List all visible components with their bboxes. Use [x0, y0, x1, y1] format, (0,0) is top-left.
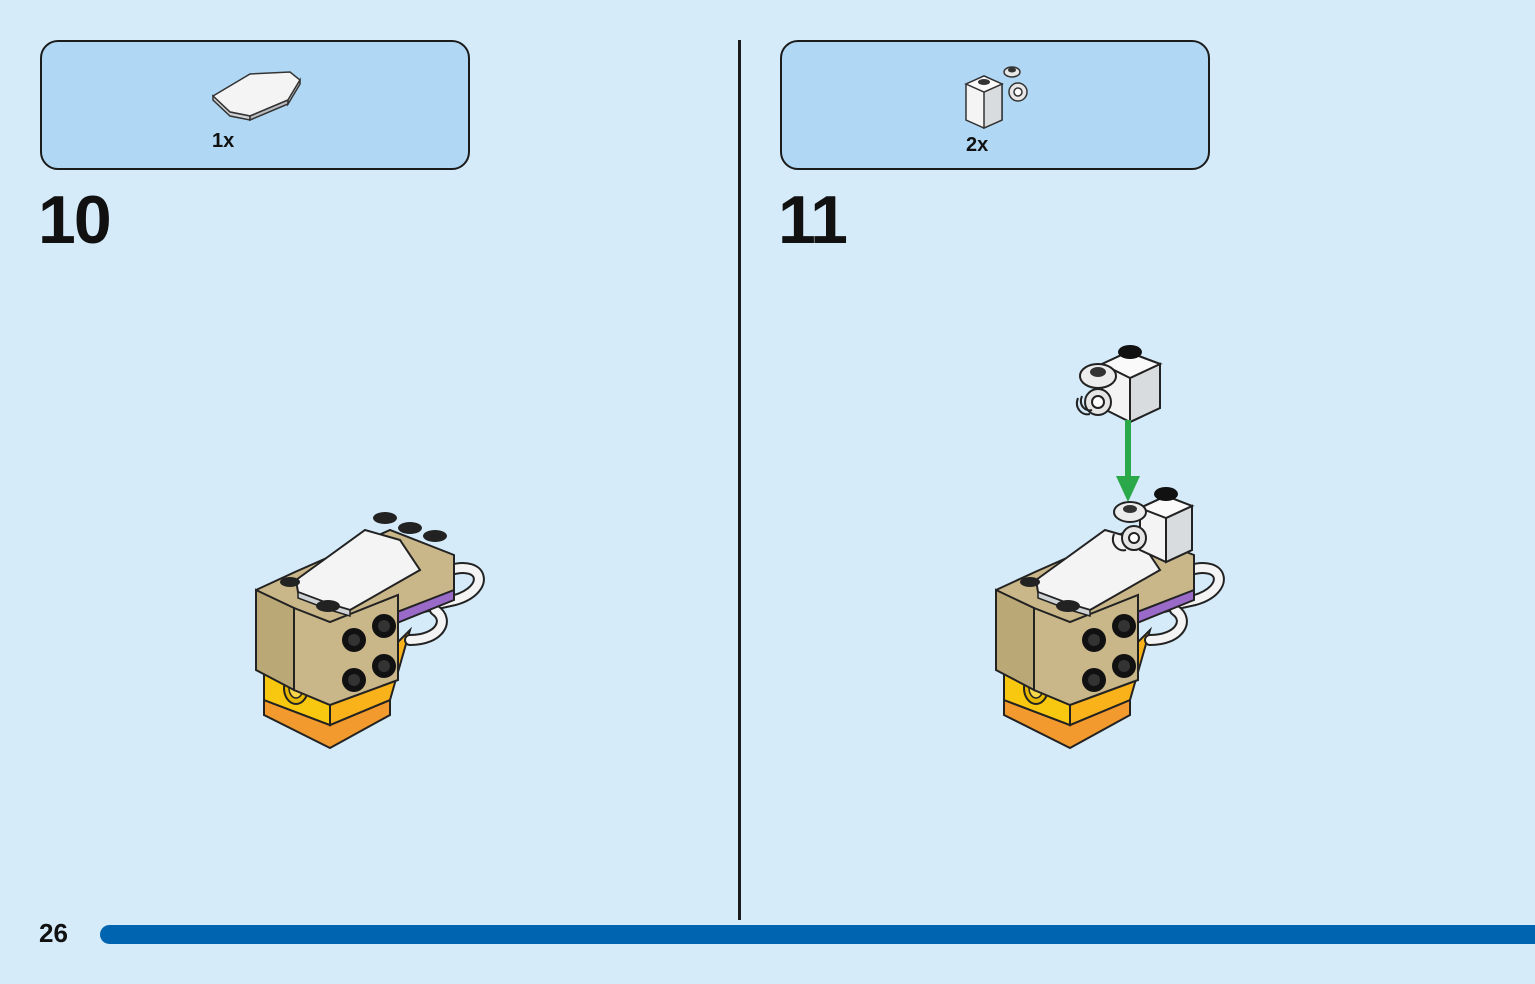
part-quantity: 2x [966, 134, 989, 156]
step-number: 11 [778, 182, 848, 258]
part-quantity: 1x [212, 130, 235, 152]
white-clip-brick-part [1076, 345, 1163, 424]
step-divider [738, 40, 741, 920]
step-10-model-illustration [255, 512, 485, 750]
step-11-parts-box: 2x [780, 40, 1210, 170]
page-number: 26 [39, 918, 68, 948]
step-number: 10 [38, 182, 112, 258]
white-wedge-tile-icon [211, 71, 301, 122]
step-10-parts-box: 1x [40, 40, 470, 170]
white-clip-brick-icon [964, 66, 1028, 130]
progress-bar [100, 925, 1535, 944]
step-11-model-illustration [995, 487, 1225, 750]
green-down-arrow-icon [1116, 420, 1140, 502]
